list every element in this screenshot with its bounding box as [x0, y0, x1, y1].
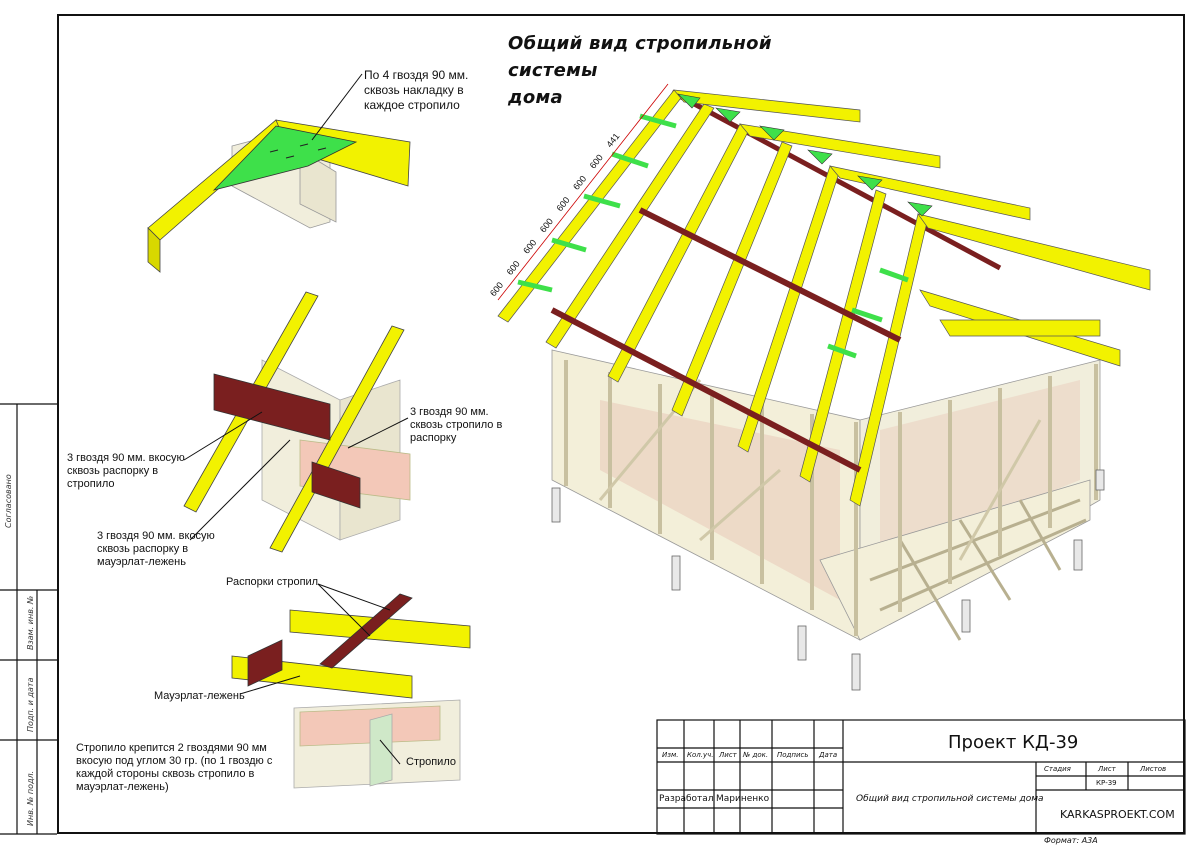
callout-line: мауэрлат-лежень)	[76, 781, 169, 793]
callout-line: каждое стропило	[364, 98, 460, 112]
side-label-agreed: Согласовано	[4, 474, 13, 528]
callout-line: вкосую под углом 30 гр. (по 1 гвоздю с	[76, 755, 273, 767]
callout-strut-to-rafter: 3 гвоздя 90 мм. вкосую сквозь распорку в…	[67, 452, 185, 491]
stamp-project: Проект КД-39	[948, 732, 1079, 753]
ridge-detail	[147, 73, 411, 273]
callout-rafter-fix: Стропило крепится 2 гвоздями 90 мм вкосу…	[76, 742, 272, 794]
callout-line: сквозь накладку в	[364, 83, 464, 97]
strut-detail	[183, 291, 411, 553]
stamp-header-kol: Кол.уч.	[687, 751, 714, 759]
callout-line: мауэрлат-лежень	[97, 556, 186, 568]
title-line-1: Общий вид стропильной системы	[508, 33, 772, 81]
callout-line: распорку	[410, 432, 457, 444]
callout-line: Стропило крепится 2 гвоздями 90 мм	[76, 742, 267, 754]
side-stamp-lines	[0, 403, 57, 835]
sheet-frame	[57, 14, 1185, 834]
stamp-stage-label: Стадия	[1044, 765, 1071, 773]
nail-marks	[269, 143, 327, 159]
stamp-header-izm: Изм.	[662, 751, 679, 759]
stamp-header-date: Дата	[819, 751, 838, 759]
callout-line: 3 гвоздя 90 мм.	[410, 406, 489, 418]
side-label-sign-date: Подп. и дата	[26, 677, 35, 733]
title-line-2: дома	[508, 87, 563, 108]
callout-wall-plate: Мауэрлат-лежень	[154, 690, 245, 702]
side-label-orig-inv: Инв. № подл.	[26, 770, 35, 826]
callout-line: По 4 гвоздя 90 мм.	[364, 68, 469, 82]
stamp-sheet-label: Лист	[1098, 765, 1116, 773]
callout-strut-to-plate: 3 гвоздя 90 мм. вкосую сквозь распорку в…	[97, 530, 215, 569]
stamp-header-sign: Подпись	[777, 751, 809, 759]
stamp-developed-name: Мариненко	[716, 794, 770, 804]
stamp-format: Формат: А3А	[1044, 836, 1098, 845]
callout-line: стропило	[67, 478, 115, 490]
callout-rafter-to-strut: 3 гвоздя 90 мм. сквозь стропило в распор…	[410, 406, 502, 445]
plate-detail	[231, 583, 471, 789]
callout-line: каждой стороны сквозь стропило в	[76, 768, 255, 780]
spacing-dimension-line	[497, 83, 669, 301]
house-frame-3d	[497, 83, 1151, 691]
side-label-replace-inv: Взам. инв. №	[26, 595, 35, 650]
drawing-title: Общий вид стропильной системы дома	[508, 30, 828, 111]
callout-top-note: По 4 гвоздя 90 мм. сквозь накладку в каж…	[364, 68, 468, 113]
callout-line: сквозь стропило в	[410, 419, 503, 431]
stamp-company: KARKASPROEKT.COM	[1060, 808, 1175, 821]
title-stamp-lines	[656, 719, 1186, 835]
stamp-header-doc: № док.	[743, 751, 769, 759]
callout-line: 3 гвоздя 90 мм. вкосую	[97, 530, 215, 542]
stamp-header-list: Лист	[719, 751, 737, 759]
stamp-sheet-title: Общий вид стропильной системы дома	[856, 794, 1044, 804]
callout-line: сквозь распорку в	[67, 465, 159, 477]
stamp-developed-role: Разработал	[659, 794, 714, 804]
callout-line: сквозь распорку в	[97, 543, 189, 555]
stamp-sheet-code: КР-39	[1096, 779, 1117, 787]
callout-rafter: Стропило	[406, 756, 456, 768]
stamp-sheets-label: Листов	[1140, 765, 1167, 773]
callout-rafter-struts: Распорки стропил	[226, 576, 319, 588]
callout-line: 3 гвоздя 90 мм. вкосую	[67, 452, 185, 464]
